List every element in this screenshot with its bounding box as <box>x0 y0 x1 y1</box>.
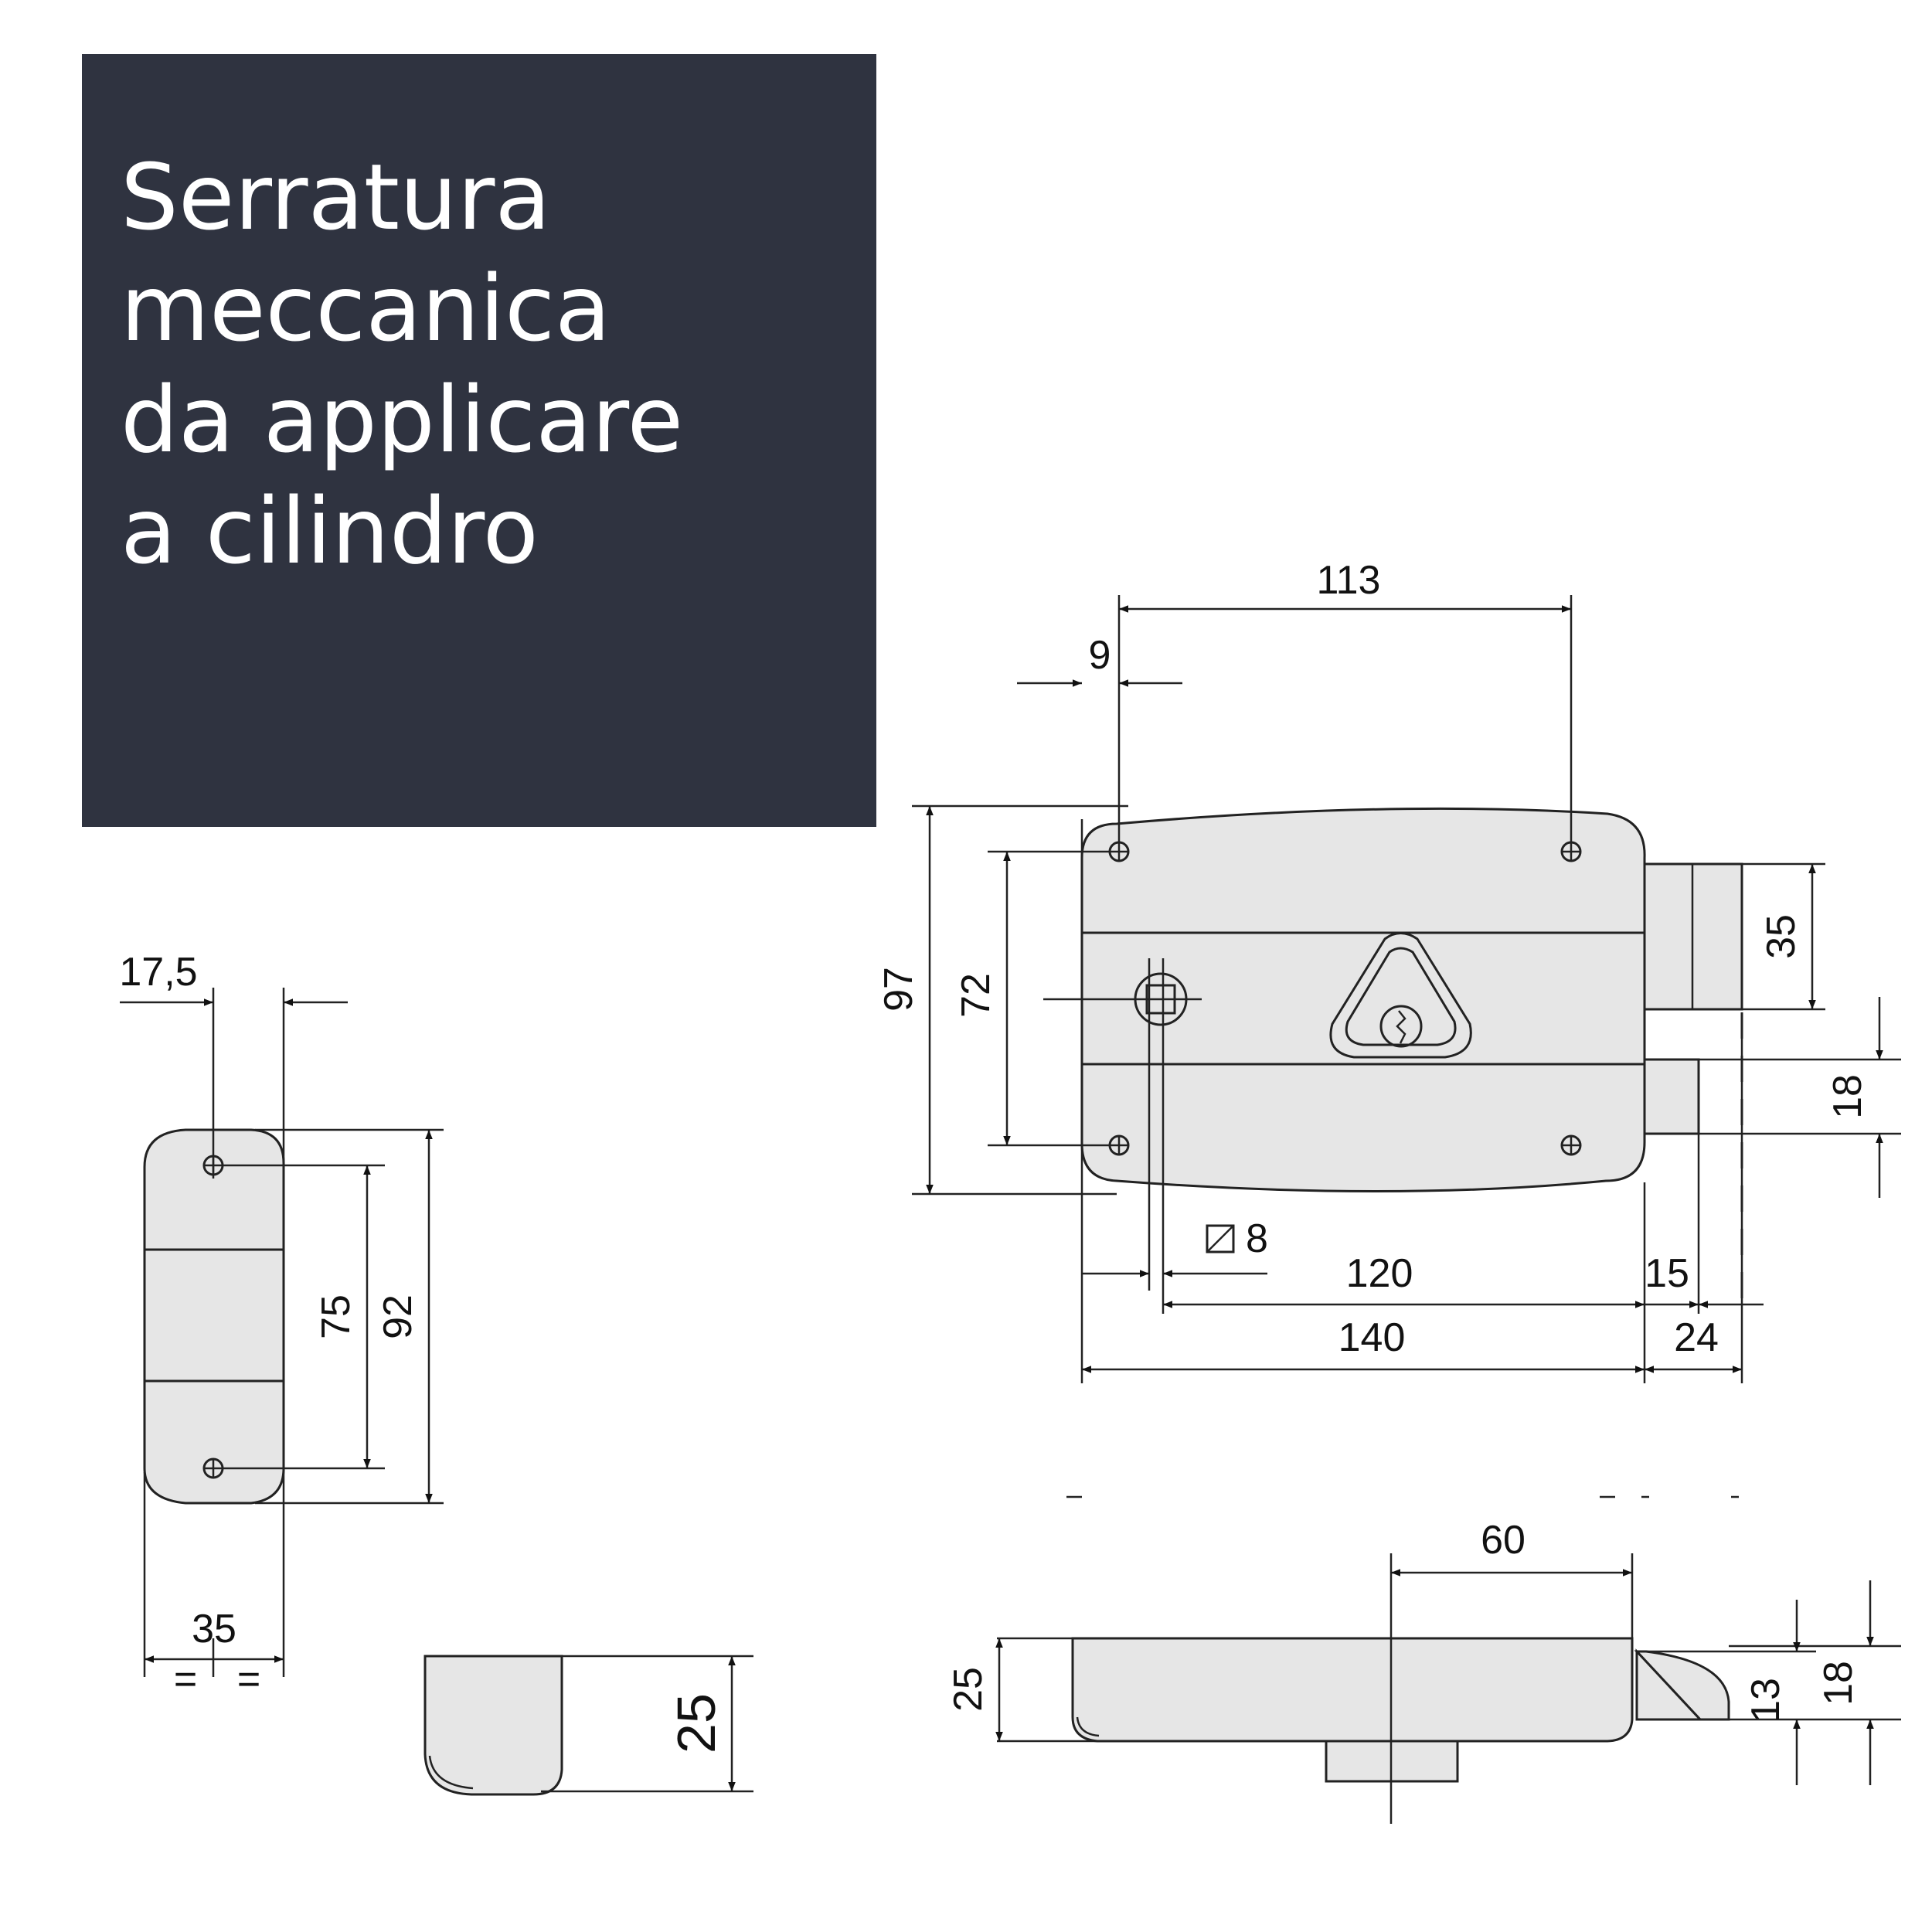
title-line-3: da applicare <box>121 366 684 473</box>
dim-screw-inset: 9 <box>1089 633 1111 678</box>
lock-case-bottom <box>423 1655 563 1796</box>
screw-hole <box>202 1458 224 1479</box>
dim-side-width: 35 <box>192 1607 236 1651</box>
title-line-1: Serratura <box>121 144 551 250</box>
title-panel: Serratura meccanica da applicare a cilin… <box>82 54 876 827</box>
title-line-2: meccanica <box>121 255 611 362</box>
title-line-4: a cilindro <box>121 478 539 584</box>
latch <box>1643 1058 1700 1135</box>
dim-top-depth: 25 <box>946 1667 991 1712</box>
deadbolt-top <box>1634 1650 1730 1721</box>
screw-hole <box>1108 841 1130 862</box>
dim-overall-width: 140 <box>1338 1315 1406 1360</box>
top-view: 60 25 13 18 <box>946 1495 1901 1824</box>
dim-bolt-height: 35 <box>1759 914 1804 959</box>
dim-screw-spacing: 113 <box>1317 558 1381 603</box>
screw-hole <box>1560 1134 1582 1156</box>
dim-top-bolt-height: 18 <box>1816 1661 1861 1706</box>
dim-bolt-throw: 15 <box>1645 1251 1689 1296</box>
equal-mark: = <box>174 1657 197 1702</box>
dim-spindle: 8 <box>1246 1216 1268 1261</box>
lock-case-side <box>143 1128 285 1505</box>
dim-side-overall-height: 92 <box>376 1294 420 1339</box>
dim-side-screw-height: 75 <box>314 1294 359 1339</box>
dim-case-width: 120 <box>1346 1251 1413 1296</box>
equal-mark: = <box>237 1657 260 1702</box>
lock-case-top <box>1071 1637 1634 1743</box>
side-view: 17,5 75 92 35 = = <box>119 950 444 1702</box>
dim-side-offset: 17,5 <box>119 950 197 995</box>
front-view: 113 9 97 72 35 18 8 120 15 140 <box>876 558 1901 1383</box>
square-spindle-icon <box>1206 1224 1235 1253</box>
screw-hole <box>1560 841 1582 862</box>
lock-case <box>1080 807 1646 1192</box>
screw-hole <box>1108 1134 1130 1156</box>
dim-latch-height: 18 <box>1825 1074 1870 1119</box>
dim-screw-height: 72 <box>954 973 998 1018</box>
dim-bottom-depth: 25 <box>666 1693 726 1753</box>
dim-overall-height: 97 <box>876 967 921 1012</box>
dim-cylinder-offset: 60 <box>1481 1518 1526 1563</box>
dim-bolt-total: 24 <box>1674 1315 1719 1360</box>
keyhole-icon <box>1329 932 1472 1059</box>
bottom-view: 25 <box>423 1655 753 1796</box>
dim-bolt-offset: 13 <box>1743 1678 1788 1723</box>
